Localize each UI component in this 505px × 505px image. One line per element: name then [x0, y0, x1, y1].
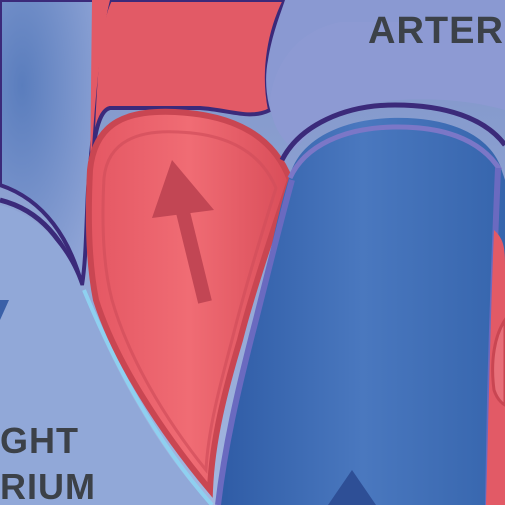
vessel-left-wall: [215, 179, 295, 505]
vessel-rim-outer: [279, 102, 505, 162]
atrium-label-line1: GHT: [0, 420, 79, 461]
arrow-down-icon: [0, 300, 9, 320]
right-atrium-wall: [0, 205, 210, 505]
membrane-line: [82, 289, 214, 505]
red-sliver-curve: [491, 317, 505, 407]
atrium-label-line2: RIUM: [0, 466, 96, 505]
arrow-up-icon: [152, 160, 214, 304]
aorta-edge: [90, 0, 110, 180]
blue-vessel: [220, 117, 505, 505]
red-chamber: [85, 108, 294, 498]
artery-label: ARTER: [368, 10, 504, 52]
vessel-rim-inner: [287, 124, 503, 180]
arrow-up-icon: [328, 470, 376, 505]
red-chamber-inner: [101, 130, 278, 474]
